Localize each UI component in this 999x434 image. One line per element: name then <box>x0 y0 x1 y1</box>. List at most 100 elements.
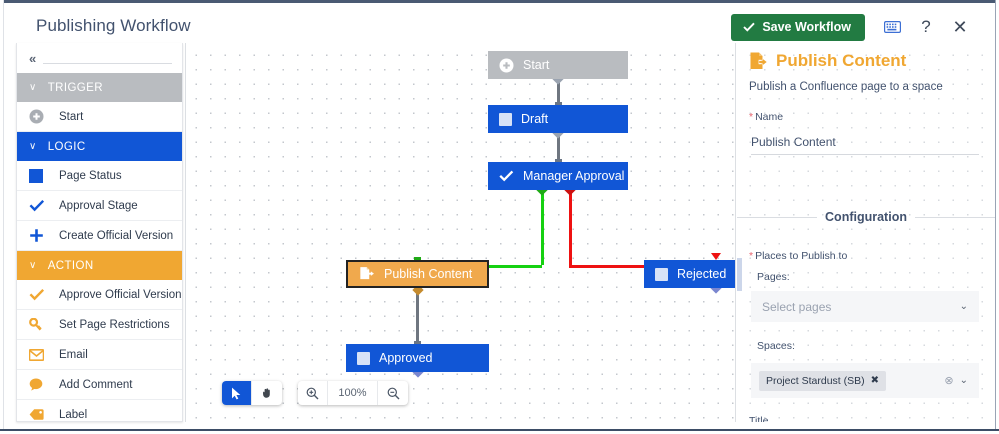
divider-line-right <box>914 216 995 218</box>
sidebar-group-logic[interactable]: ∨ LOGIC <box>17 132 182 161</box>
configuration-divider: Configuration <box>737 210 995 224</box>
pages-placeholder: Select pages <box>762 299 832 314</box>
window-top-border <box>0 0 999 3</box>
search-input[interactable] <box>43 63 172 64</box>
places-to-publish-label: *Places to Publish to <box>749 250 847 262</box>
places-label-text: Places to Publish to <box>755 250 848 262</box>
sidebar-item-label[interactable]: Label <box>17 400 182 421</box>
zoom-in-icon[interactable] <box>298 381 328 405</box>
check-icon <box>499 170 514 182</box>
sidebar-item-start[interactable]: Start <box>17 102 182 132</box>
canvas-node-rejected[interactable]: Rejected <box>644 260 735 288</box>
edge-publish-approved <box>416 290 419 344</box>
edge-draft-manager <box>556 133 560 162</box>
edge-manager-publish-v1 <box>540 190 544 265</box>
chevron-down-icon[interactable]: ⌄ <box>959 375 968 386</box>
sidebar-item-label: Label <box>59 408 88 421</box>
help-icon[interactable]: ? <box>921 17 931 37</box>
check-icon <box>29 288 51 301</box>
zoom-out-icon[interactable] <box>378 381 408 405</box>
canvas-node-publish[interactable]: Publish Content <box>346 260 489 288</box>
clear-icon[interactable]: ⊗ <box>944 375 954 387</box>
keyboard-icon[interactable] <box>875 14 909 40</box>
check-icon <box>29 199 51 212</box>
plus-icon <box>29 228 51 243</box>
required-asterisk: * <box>749 250 754 262</box>
sidebar-item-page-status[interactable]: Page Status <box>17 161 182 191</box>
plus-circle-icon <box>29 109 51 124</box>
hand-icon[interactable] <box>252 381 282 405</box>
square-icon <box>357 351 370 365</box>
chevron-down-icon: ∨ <box>29 260 37 271</box>
spaces-select[interactable]: Project Stardust (SB) ✖ ⊗ ⌄ <box>751 363 979 398</box>
sidebar-group-action[interactable]: ∨ ACTION <box>17 251 182 280</box>
space-chip[interactable]: Project Stardust (SB) ✖ <box>759 370 887 391</box>
window-bottom-border <box>0 429 999 434</box>
name-field-label: *Name <box>749 111 783 123</box>
panel-title: Publish Content <box>749 51 906 71</box>
title-field-label: Title <box>749 415 769 422</box>
page-title: Publishing Workflow <box>36 16 191 35</box>
sidebar-item-label: Set Page Restrictions <box>59 318 170 331</box>
collapse-sidebar-icon[interactable]: « <box>29 50 36 66</box>
window-right-border <box>995 0 999 434</box>
plus-circle-icon <box>499 58 514 73</box>
divider-line-left <box>737 216 818 218</box>
chevron-down-icon[interactable]: ⌄ <box>959 301 968 312</box>
name-input[interactable]: Publish Content <box>751 135 979 155</box>
cursor-icon[interactable] <box>222 381 252 405</box>
sidebar-item-add-comment[interactable]: Add Comment <box>17 370 182 400</box>
sidebar-group-trigger[interactable]: ∨TRIGGER <box>17 73 182 102</box>
sidebar-group-label: LOGIC <box>47 140 86 153</box>
configuration-label: Configuration <box>825 210 907 224</box>
canvas-node-draft[interactable]: Draft <box>488 105 628 133</box>
square-icon <box>499 112 512 126</box>
canvas-node-label: Publish Content <box>384 267 473 281</box>
canvas-node-start[interactable]: Start <box>488 51 628 79</box>
panel-title-label: Publish Content <box>776 51 907 70</box>
sidebar-item-approval-stage[interactable]: Approval Stage <box>17 191 182 221</box>
canvas-node-manager[interactable]: Manager Approval <box>488 162 628 190</box>
sidebar-group-label: ACTION <box>47 259 94 272</box>
sidebar-item-approve-official-version[interactable]: Approve Official Version <box>17 280 182 310</box>
sidebar-item-email[interactable]: Email <box>17 340 182 370</box>
required-asterisk: * <box>749 111 754 123</box>
close-icon[interactable]: ✕ <box>952 16 968 37</box>
canvas-node-label: Draft <box>521 112 549 126</box>
sidebar-item-label: Approval Stage <box>59 199 138 212</box>
pages-label: Pages: <box>757 271 790 283</box>
edge-manager-rejected-h <box>568 265 717 268</box>
save-workflow-label: Save Workflow <box>762 20 851 34</box>
pointer-tool-group <box>222 381 282 405</box>
save-workflow-button[interactable]: Save Workflow <box>731 14 865 41</box>
sidebar-item-create-official-version[interactable]: Create Official Version <box>17 221 182 251</box>
sidebar-item-label: Create Official Version <box>59 229 174 242</box>
spaces-label: Spaces: <box>757 340 795 352</box>
canvas-node-label: Approved <box>379 351 433 365</box>
arrow-rejected-in <box>710 253 721 260</box>
publish-icon <box>359 266 375 282</box>
sidebar-item-set-page-restrictions[interactable]: Set Page Restrictions <box>17 310 182 340</box>
close-icon[interactable]: ✖ <box>870 375 880 386</box>
sidebar-item-label: Add Comment <box>59 378 133 391</box>
sidebar-group-label: TRIGGER <box>47 81 103 94</box>
canvas-node-label: Start <box>523 58 550 72</box>
edge-start-draft <box>556 79 560 105</box>
canvas-node-approved[interactable]: Approved <box>346 344 489 372</box>
comment-icon <box>29 378 51 391</box>
chevron-down-icon: ∨ <box>29 141 37 152</box>
name-label-text: Name <box>755 111 784 123</box>
space-chip-label: Project Stardust (SB) <box>766 374 865 387</box>
square-icon <box>29 168 51 183</box>
publish-icon <box>750 52 767 69</box>
panel-subtitle: Publish a Confluence page to a space <box>749 81 943 93</box>
pages-select[interactable]: Select pages ⌄ <box>751 291 979 322</box>
zoom-tool-group: 100% <box>298 381 408 405</box>
edge-manager-rejected-v1 <box>568 190 572 265</box>
window-left-border <box>0 0 4 434</box>
sidebar-item-label: Page Status <box>59 169 122 182</box>
